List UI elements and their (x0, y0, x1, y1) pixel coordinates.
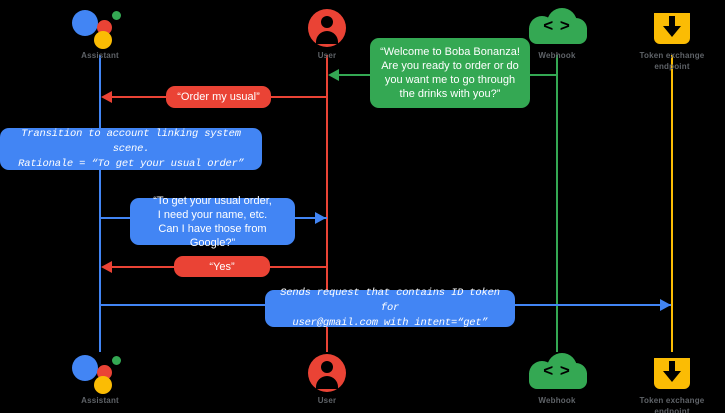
download-arrow-head (663, 371, 681, 382)
actor-label-assistant: Assistant (81, 51, 119, 60)
actor-token-endpoint-bottom: Token exchange endpoint (612, 349, 725, 413)
assistant-dot-green (112, 356, 121, 365)
download-box-icon (612, 4, 725, 48)
lifeline-webhook (556, 55, 558, 352)
actor-label-user: User (317, 51, 337, 60)
actor-label-assistant: Assistant (81, 396, 119, 405)
message-order-my-usual[interactable]: “Order my usual” (166, 86, 271, 108)
download-arrow-stem (669, 16, 675, 28)
actor-label-webhook: Webhook (538, 396, 576, 405)
actor-webhook-bottom: < > Webhook (497, 349, 617, 406)
user-avatar-icon (267, 4, 387, 48)
assistant-dot-green (112, 11, 121, 20)
endpoint-box-notch (654, 353, 690, 358)
lifeline-assistant (99, 55, 101, 352)
download-box-icon (612, 349, 725, 393)
actor-webhook-top: < > Webhook (497, 4, 617, 61)
note-transition-system-scene[interactable]: Transition to account linking system sce… (0, 128, 262, 170)
cloud-base (529, 28, 587, 44)
code-brackets-glyph: < > (543, 16, 571, 35)
assistant-dot-yellow (94, 376, 112, 394)
google-assistant-icon (40, 349, 160, 394)
actor-token-endpoint-top: Token exchange endpoint (612, 4, 725, 72)
arrow-head-token-request (660, 299, 671, 311)
message-welcome-prompt[interactable]: “Welcome to Boba Bonanza! Are you ready … (370, 38, 530, 108)
actor-user-bottom: User (267, 349, 387, 406)
arrow-head-order-my-usual (101, 91, 112, 103)
actor-label-webhook: Webhook (538, 51, 576, 60)
google-assistant-icon (40, 4, 160, 49)
lifeline-token-endpoint (671, 55, 673, 352)
user-body (316, 376, 338, 389)
cloud-code-icon: < > (497, 349, 617, 393)
cloud-code-icon: < > (497, 4, 617, 48)
cloud-base (529, 373, 587, 389)
assistant-dot-blue (72, 10, 98, 36)
user-head (321, 361, 333, 373)
actor-user-top: User (267, 4, 387, 61)
actor-assistant-top: Assistant (40, 4, 160, 61)
arrow-head-consent-request (315, 212, 326, 224)
download-arrow-head (663, 26, 681, 37)
user-body (316, 31, 338, 44)
user-avatar-icon (267, 349, 387, 393)
arrow-head-user-yes (101, 261, 112, 273)
assistant-dot-yellow (94, 31, 112, 49)
actor-label-token-endpoint: Token exchange endpoint (639, 396, 705, 413)
code-brackets-glyph: < > (543, 361, 571, 380)
message-user-yes[interactable]: “Yes” (174, 256, 270, 277)
endpoint-box-notch (654, 8, 690, 13)
arrow-head-welcome-prompt (328, 69, 339, 81)
user-head (321, 16, 333, 28)
lifeline-user (326, 55, 328, 352)
actor-label-token-endpoint: Token exchange endpoint (639, 51, 705, 71)
actor-assistant-bottom: Assistant (40, 349, 160, 406)
message-token-request[interactable]: Sends request that contains ID token for… (265, 287, 515, 329)
message-consent-request[interactable]: “To get your usual order, I need your na… (130, 195, 295, 249)
assistant-dot-blue (72, 355, 98, 381)
download-arrow-stem (669, 361, 675, 373)
actor-label-user: User (317, 396, 337, 405)
